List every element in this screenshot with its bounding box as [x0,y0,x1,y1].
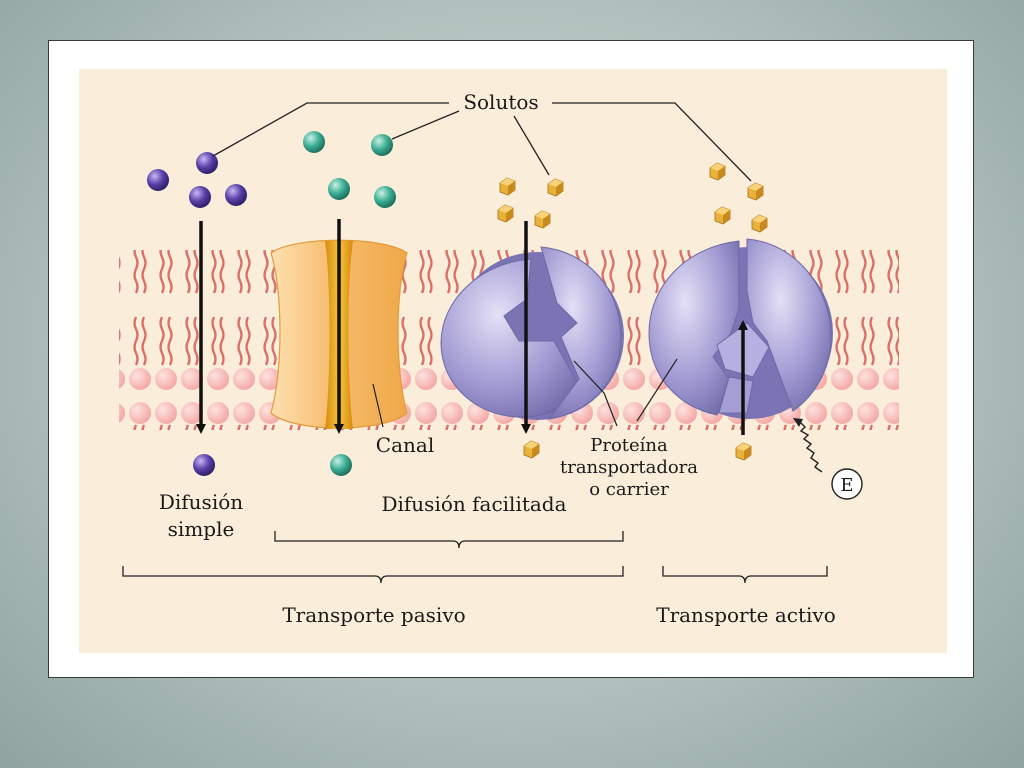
channel-leader-line [372,383,384,428]
diagram-frame: Solutos Canal Proteína transportadora o … [48,40,974,678]
solute-purple [225,184,247,206]
label-simple-diffusion-line1: Difusión [159,490,243,514]
energy-arrowhead [793,418,803,427]
brace-passive [122,566,624,584]
label-solutes: Solutos [463,90,538,114]
solute-teal [374,186,396,208]
solute-teal [303,131,325,153]
energy-circle [831,468,863,500]
energy-squiggle [798,420,823,473]
label-carrier-line3: o carrier [589,479,669,500]
label-channel: Canal [376,433,434,457]
carrier-leader-line-2 [636,358,678,422]
solute-purple [147,169,169,191]
brace-active [662,566,828,584]
solutes-simple-diffusion [147,152,247,476]
solute-purple [196,152,218,174]
brace-facilitated [274,531,624,549]
membrane-transport-diagram: Solutos Canal Proteína transportadora o … [79,69,947,653]
carrier-protein-active [648,238,833,419]
label-passive-transport: Transporte pasivo [282,603,465,627]
solute-teal [330,454,352,476]
label-active-transport: Transporte activo [656,603,836,627]
label-facilitated-diffusion: Difusión facilitada [381,492,566,516]
solutes-channel [303,131,396,476]
solute-teal [328,178,350,200]
solute-purple [189,186,211,208]
carrier-leader-line [573,360,618,427]
solute-purple [193,454,215,476]
label-carrier-line2: transportadora [560,457,698,478]
label-simple-diffusion-line2: simple [168,517,235,541]
label-energy: E [840,475,853,496]
label-carrier-line1: Proteína [590,435,668,456]
solutes-leader-lines [212,102,752,182]
solute-teal [371,134,393,156]
carrier-protein-facilitated [440,246,624,420]
